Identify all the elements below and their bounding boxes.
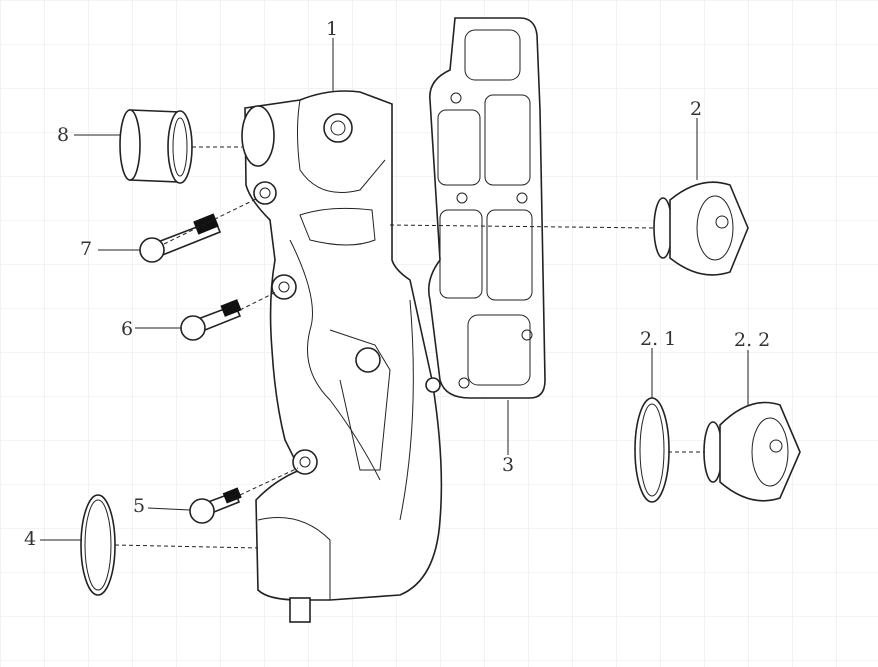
part-label-5: 5 (133, 495, 146, 517)
bolt-7 (139, 213, 222, 263)
thermostat-2 (653, 181, 749, 276)
bolt-5 (189, 487, 242, 524)
part-label-2: 2 (690, 98, 703, 120)
o-ring-4 (80, 494, 116, 596)
part-label-3: 3 (502, 454, 515, 476)
part-label-2-2: 2. 2 (734, 329, 771, 351)
part-label-4: 4 (24, 528, 37, 550)
thermostat-housing (241, 90, 443, 623)
leader-lines (40, 38, 749, 549)
part-label-2-1: 2. 1 (640, 328, 677, 350)
bolt-6 (180, 299, 242, 341)
housing-gasket (427, 17, 546, 399)
pipe-sleeve (119, 109, 193, 184)
part-label-7: 7 (80, 238, 93, 260)
part-label-6: 6 (121, 318, 134, 340)
thermostat-2-2 (703, 401, 801, 502)
part-label-8: 8 (57, 124, 70, 146)
part-label-1: 1 (326, 18, 339, 40)
